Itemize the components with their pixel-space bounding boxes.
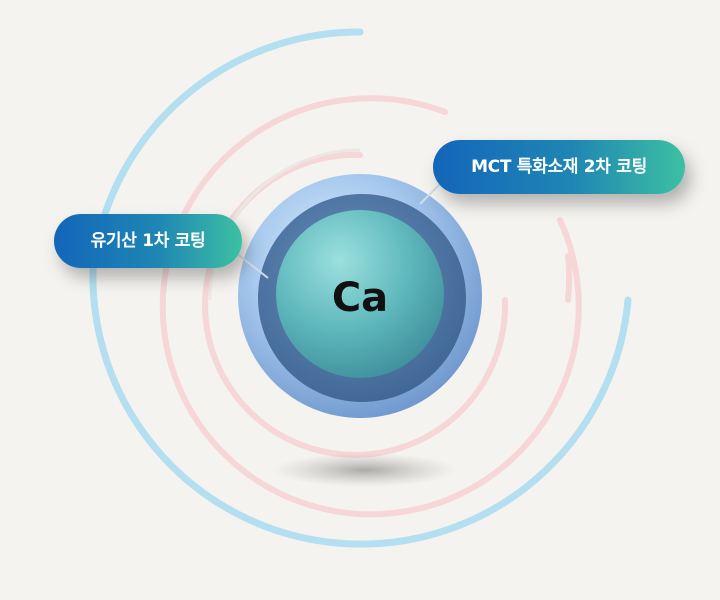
pink-ring-large-tail: [565, 253, 573, 303]
inner-coating-label: 유기산 1차 코팅: [54, 214, 242, 268]
pink-ring-large: [159, 95, 582, 518]
outer-ring-arc-upper: [99, 28, 364, 224]
leader-line-inner: [235, 252, 269, 279]
outer-coating-label: MCT 특화소재 2차 코팅: [433, 140, 685, 194]
core-element-label: Ca: [331, 275, 389, 321]
outer-ring-arc-lower: [89, 248, 632, 548]
calcium-core: [276, 210, 444, 378]
particle-shadow: [273, 453, 457, 487]
